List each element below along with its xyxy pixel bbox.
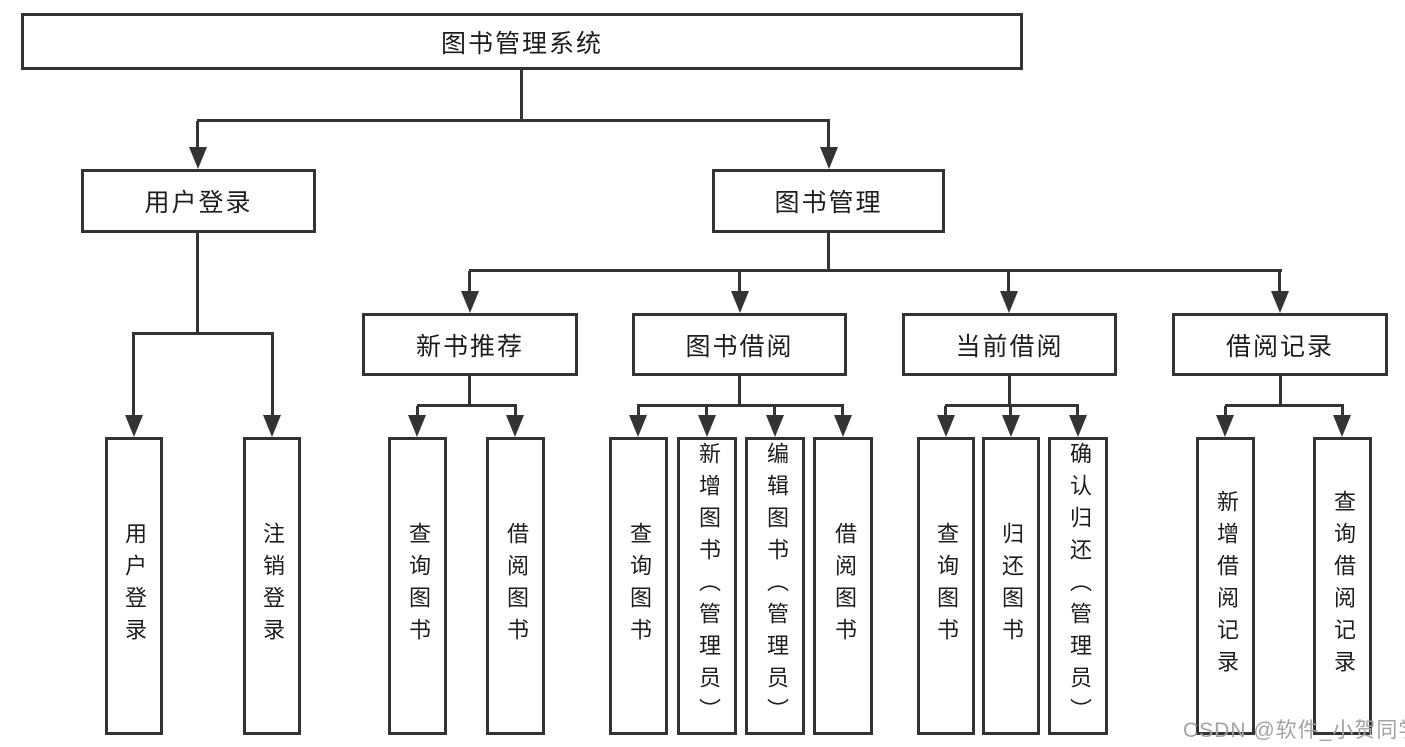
- connector-line: [738, 271, 741, 292]
- connector-line: [841, 406, 844, 418]
- node-leaf-query-books-current: 查询图书: [917, 437, 975, 735]
- connector-line: [1224, 406, 1227, 418]
- arrow-down-icon: [461, 291, 479, 313]
- connector-line: [1009, 406, 1012, 418]
- arrow-down-icon: [731, 291, 749, 313]
- connector-line: [520, 70, 523, 120]
- connector-line: [196, 121, 199, 149]
- connector-line: [132, 332, 274, 335]
- arrow-down-icon: [1216, 415, 1234, 437]
- connector-line: [132, 334, 135, 417]
- node-leaf-confirm-return-admin: 确认归还（管理员）: [1048, 437, 1108, 735]
- arrow-down-icon: [834, 415, 852, 437]
- connector-line: [197, 119, 830, 122]
- connector-line: [637, 404, 844, 407]
- node-leaf-add-books-admin: 新增图书（管理员）: [677, 437, 737, 735]
- connector-line: [416, 406, 419, 418]
- connector-line: [1225, 404, 1344, 407]
- connector-line: [417, 404, 517, 407]
- arrow-down-icon: [698, 415, 716, 437]
- connector-line: [1278, 271, 1281, 292]
- arrow-down-icon: [1271, 291, 1289, 313]
- connector-line: [944, 406, 947, 418]
- connector-line: [271, 334, 274, 417]
- arrow-down-icon: [820, 147, 838, 169]
- connector-line: [1007, 271, 1010, 292]
- connector-line: [945, 404, 1079, 407]
- connector-line: [773, 406, 776, 418]
- arrow-down-icon: [1333, 415, 1351, 437]
- connector-line: [1076, 406, 1079, 418]
- node-leaf-logout: 注销登录: [243, 437, 301, 735]
- node-leaf-query-books-borrowing: 查询图书: [609, 437, 668, 735]
- connector-line: [468, 271, 471, 292]
- node-new-book-recommendation: 新书推荐: [362, 313, 578, 376]
- node-leaf-add-borrow-record: 新增借阅记录: [1196, 437, 1255, 735]
- connector-line: [827, 233, 830, 271]
- node-user-login: 用户登录: [81, 169, 316, 233]
- node-library-management-system: 图书管理系统: [21, 13, 1023, 70]
- node-leaf-user-login: 用户登录: [105, 437, 163, 735]
- connector-line: [196, 233, 199, 333]
- node-borrowing-records: 借阅记录: [1172, 313, 1388, 376]
- arrow-down-icon: [263, 415, 281, 437]
- arrow-down-icon: [1069, 415, 1087, 437]
- node-book-management: 图书管理: [712, 169, 945, 233]
- connector-line: [1341, 406, 1344, 418]
- arrow-down-icon: [1002, 415, 1020, 437]
- connector-line: [468, 376, 471, 406]
- node-leaf-borrow-books-borrowing: 借阅图书: [813, 437, 873, 735]
- connector-line: [637, 406, 640, 418]
- arrow-down-icon: [189, 147, 207, 169]
- node-leaf-query-borrow-record: 查询借阅记录: [1313, 437, 1372, 735]
- node-leaf-edit-books-admin: 编辑图书（管理员）: [745, 437, 805, 735]
- node-book-borrowing: 图书借阅: [632, 313, 847, 376]
- connector-line: [738, 376, 741, 406]
- connector-line: [469, 269, 1282, 272]
- connector-line: [1008, 376, 1011, 406]
- node-leaf-return-books: 归还图书: [982, 437, 1040, 735]
- connector-line: [827, 121, 830, 149]
- watermark: CSDN @软件_小贺同学: [1183, 719, 1405, 742]
- arrow-down-icon: [408, 415, 426, 437]
- node-current-borrowing: 当前借阅: [902, 313, 1117, 376]
- node-leaf-query-books-recommend: 查询图书: [388, 437, 447, 735]
- connector-line: [1279, 376, 1282, 406]
- connector-line: [514, 406, 517, 418]
- arrow-down-icon: [766, 415, 784, 437]
- connector-line: [705, 406, 708, 418]
- arrow-down-icon: [125, 415, 143, 437]
- arrow-down-icon: [629, 415, 647, 437]
- node-leaf-borrow-books-recommend: 借阅图书: [486, 437, 545, 735]
- arrow-down-icon: [937, 415, 955, 437]
- arrow-down-icon: [1000, 291, 1018, 313]
- arrow-down-icon: [506, 415, 524, 437]
